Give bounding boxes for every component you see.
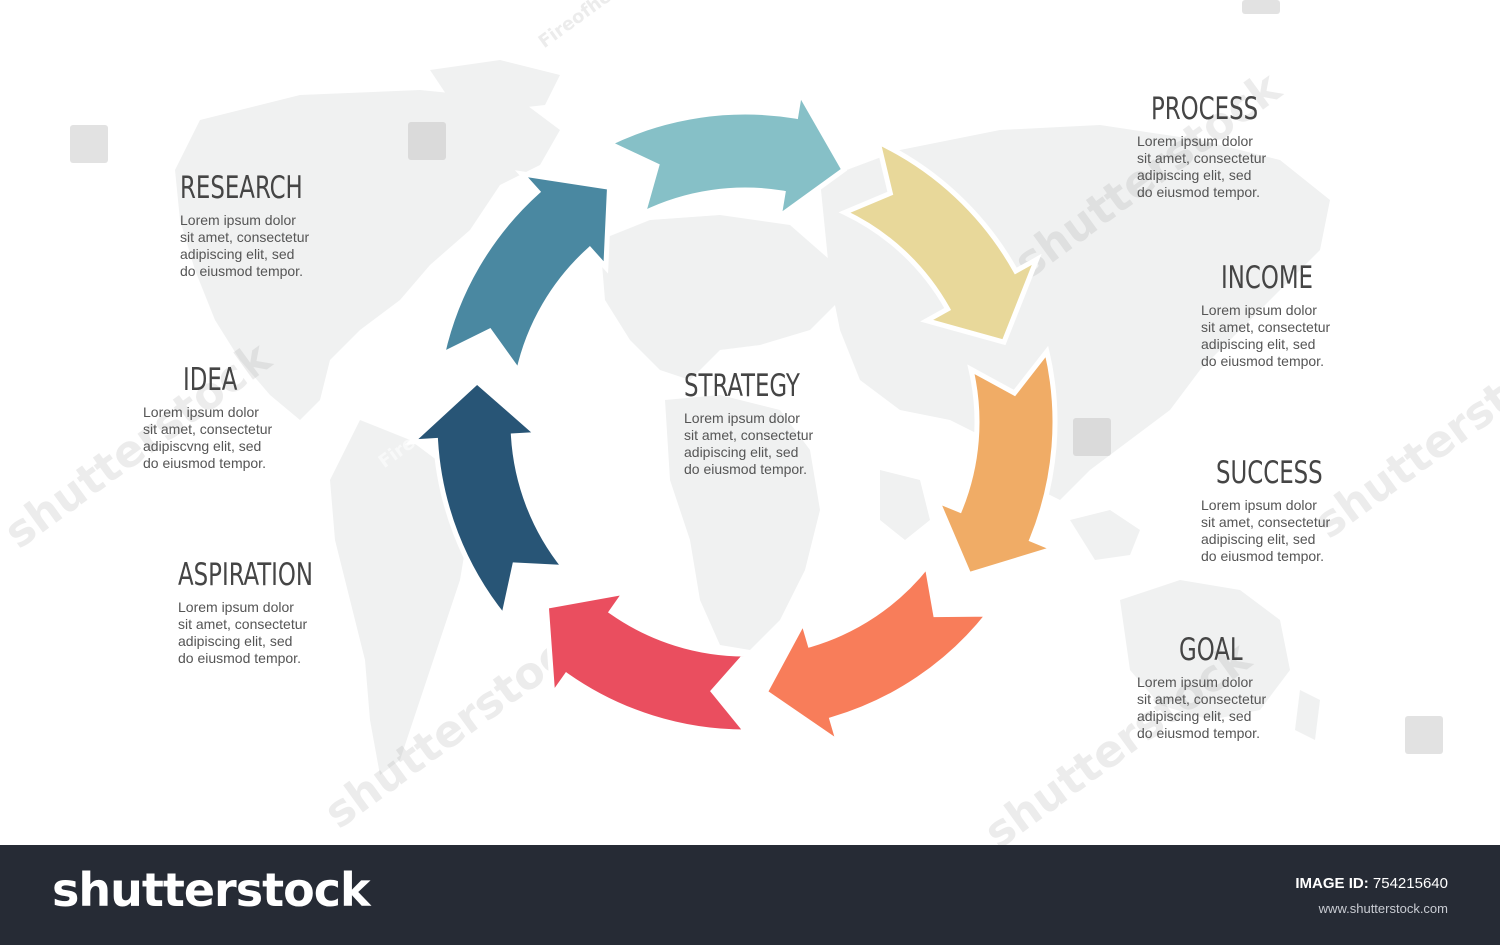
label-line: do eiusmod tempor. [1137,725,1260,741]
label-income: INCOME Lorem ipsum dolor sit amet, conse… [1201,260,1333,370]
label-body: Lorem ipsum dolor sit amet, consectetur … [1201,302,1333,370]
label-line: sit amet, consectetur [143,421,273,437]
map-landmass [430,60,560,110]
label-body: Lorem ipsum dolor sit amet, consectetur … [1137,133,1282,201]
label-line: Lorem ipsum dolor [1201,497,1317,513]
footer-bar: shutterstock IMAGE ID: 754215640 www.shu… [0,845,1500,945]
label-line: adipiscing elit, sed [180,246,295,262]
label-body: Lorem ipsum dolor sit amet, consectetur … [178,599,343,667]
label-line: sit amet, consectetur [180,229,310,245]
label-aspiration: ASPIRATION Lorem ipsum dolor sit amet, c… [178,557,343,667]
label-idea: IDEA Lorem ipsum dolor sit amet, consect… [143,362,272,472]
image-id-value: 754215640 [1372,875,1448,892]
label-line: sit amet, consectetur [1137,691,1267,707]
arrow-segment-navy [404,378,570,623]
label-line: adipiscing elit, sed [1137,167,1252,183]
center-line: sit amet, consectetur [684,427,814,443]
watermark-logo-icon [70,125,108,163]
watermark-logo-icon [1405,716,1443,754]
arrow-segment-blue [438,170,613,378]
label-line: adipiscvng elit, sed [143,438,262,454]
label-body: Lorem ipsum dolor sit amet, consectetur … [180,212,330,280]
label-title: IDEA [183,362,238,398]
label-body: Lorem ipsum dolor sit amet, consectetur … [1201,497,1346,565]
arrow-segment-sand [838,137,1042,346]
map-landmass [1295,690,1320,740]
label-line: Lorem ipsum dolor [1137,133,1253,149]
site-link[interactable]: www.shutterstock.com [1318,901,1448,916]
label-line: do eiusmod tempor. [143,455,266,471]
label-goal: GOAL Lorem ipsum dolor sit amet, consect… [1137,632,1266,742]
label-line: Lorem ipsum dolor [143,404,259,420]
arrow-segment-red [543,588,752,735]
label-success: SUCCESS Lorem ipsum dolor sit amet, cons… [1201,455,1346,565]
label-line: Lorem ipsum dolor [1201,302,1317,318]
label-line: adipiscing elit, sed [1201,336,1316,352]
label-title: ASPIRATION [178,557,314,593]
label-line: do eiusmod tempor. [1137,184,1260,200]
map-landmass [1120,580,1290,720]
infographic-canvas: shutterstock shutterstock shutterstock s… [0,0,1500,845]
image-id: IMAGE ID: 754215640 [1295,875,1448,892]
label-line: do eiusmod tempor. [178,650,301,666]
label-title: GOAL [1179,632,1243,668]
map-landmass [880,470,930,540]
center-line: do eiusmod tempor. [684,461,807,477]
label-title: SUCCESS [1216,455,1323,491]
label-line: sit amet, consectetur [1201,514,1331,530]
label-line: Lorem ipsum dolor [178,599,294,615]
label-line: adipiscing elit, sed [1137,708,1252,724]
label-line: Lorem ipsum dolor [180,212,296,228]
label-line: do eiusmod tempor. [1201,548,1324,564]
label-title: RESEARCH [180,170,303,206]
label-body: Lorem ipsum dolor sit amet, consectetur … [143,404,272,472]
watermark-logo-icon [1242,0,1280,14]
watermark-logo-icon [408,122,446,160]
center-line: Lorem ipsum dolor [684,410,800,426]
brand-logo[interactable]: shutterstock [52,863,371,917]
label-title: PROCESS [1151,91,1259,127]
arrow-segment-teal [603,85,848,223]
label-line: sit amet, consectetur [178,616,308,632]
label-body: Lorem ipsum dolor sit amet, consectetur … [1137,674,1266,742]
cycle-diagram [404,85,1062,749]
center-line: adipiscing elit, sed [684,444,799,460]
map-landmass [1070,510,1140,560]
center-body: Lorem ipsum dolor sit amet, consectetur … [684,410,825,478]
arrow-segment-orange [932,345,1062,578]
arrow-segment-coral [761,559,994,749]
center-block: STRATEGY Lorem ipsum dolor sit amet, con… [684,368,825,478]
label-title: INCOME [1221,260,1314,296]
label-line: Lorem ipsum dolor [1137,674,1253,690]
label-line: sit amet, consectetur [1201,319,1331,335]
world-map-background [175,60,1330,775]
map-landmass [330,420,470,775]
image-id-label: IMAGE ID: [1295,875,1369,892]
map-landmass [600,215,840,380]
map-landmass [665,395,820,650]
label-line: adipiscing elit, sed [178,633,293,649]
label-line: do eiusmod tempor. [180,263,303,279]
label-line: do eiusmod tempor. [1201,353,1324,369]
label-line: sit amet, consectetur [1137,150,1267,166]
label-process: PROCESS Lorem ipsum dolor sit amet, cons… [1137,91,1282,201]
watermark-logo-icon [1073,418,1111,456]
label-research: RESEARCH Lorem ipsum dolor sit amet, con… [180,170,330,280]
map-landmass [175,90,560,420]
label-line: adipiscing elit, sed [1201,531,1316,547]
center-title: STRATEGY [684,368,800,404]
